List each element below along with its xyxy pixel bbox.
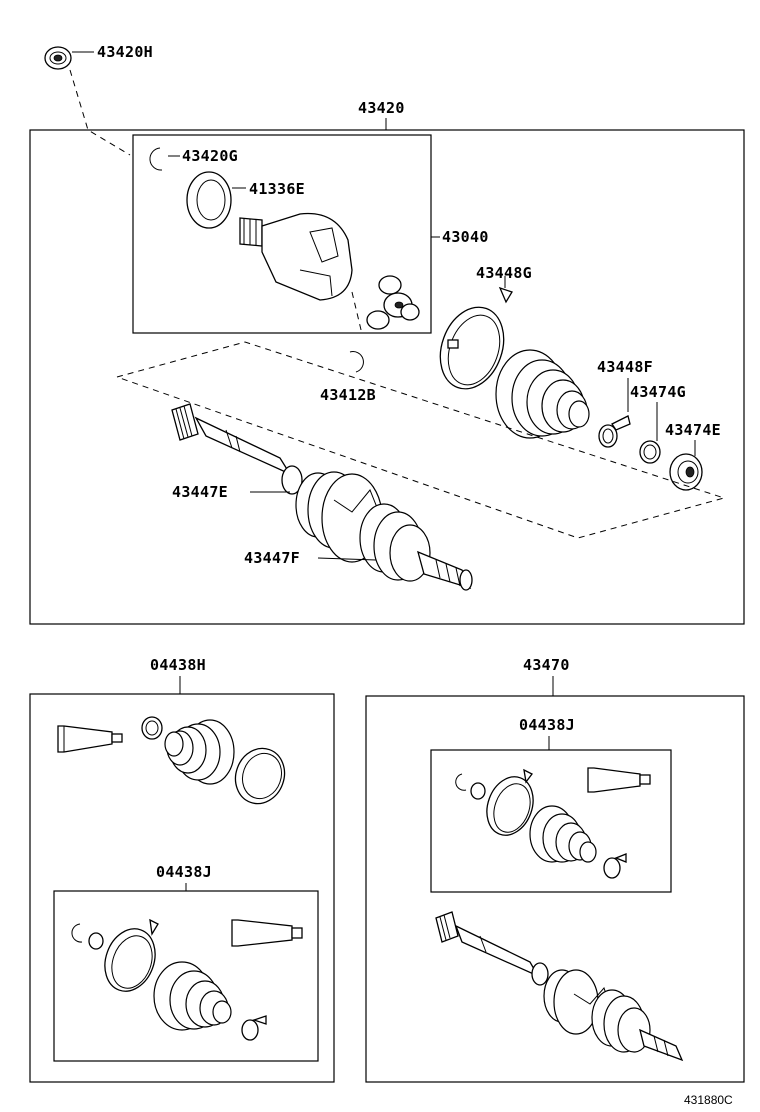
boot-kit-inner-left[interactable] xyxy=(153,961,232,1031)
label-04438H[interactable]: 04438H xyxy=(150,656,206,674)
assembly-box-43420 xyxy=(29,129,745,625)
grease-tube-kit-right[interactable] xyxy=(587,767,651,793)
label-43420[interactable]: 43420 xyxy=(358,99,405,117)
kit-box-04438J-left xyxy=(53,890,319,1062)
clamp-kit-inner-left[interactable] xyxy=(241,1015,267,1041)
ring-43474G[interactable] xyxy=(639,440,661,464)
label-43420G[interactable]: 43420G xyxy=(182,147,238,165)
label-43448G[interactable]: 43448G xyxy=(476,264,532,282)
label-43474E[interactable]: 43474E xyxy=(665,421,721,439)
inboard-joint-housing[interactable] xyxy=(239,212,353,301)
diagram-code: 431880C xyxy=(684,1093,733,1107)
drive-shaft-assembly[interactable] xyxy=(171,403,473,591)
clamp-band-43448G[interactable] xyxy=(429,286,514,398)
assembly-box-43470 xyxy=(365,695,745,1083)
label-41336E[interactable]: 41336E xyxy=(249,180,305,198)
tripod-joint[interactable] xyxy=(366,275,420,330)
snap-ring-43420G[interactable] xyxy=(149,147,163,171)
grease-tube-left[interactable] xyxy=(57,725,123,753)
snap-ring-kit-right[interactable] xyxy=(455,773,486,800)
clamp-band-kit-left[interactable] xyxy=(97,918,164,998)
kit-box-04438H xyxy=(29,693,335,1083)
assembly-box-43040 xyxy=(132,134,432,334)
label-43448F[interactable]: 43448F xyxy=(597,358,653,376)
boot-kit-right[interactable] xyxy=(529,805,597,863)
inboard-boot[interactable] xyxy=(495,349,590,439)
clamp-43448F[interactable] xyxy=(598,415,631,448)
snap-ring-43412B[interactable] xyxy=(349,351,364,373)
clamp-band-kit-right[interactable] xyxy=(479,768,541,842)
snap-ring-kit-left[interactable] xyxy=(71,923,104,950)
bearing-43474E[interactable] xyxy=(669,453,703,491)
label-43040[interactable]: 43040 xyxy=(442,228,489,246)
kit-box-04438J-right xyxy=(430,749,672,893)
clamp-kit-right[interactable] xyxy=(603,853,627,879)
grease-tube-kit-left[interactable] xyxy=(231,919,303,947)
clamp-ring-small-left[interactable] xyxy=(141,716,163,740)
label-43470[interactable]: 43470 xyxy=(523,656,570,674)
label-43447F[interactable]: 43447F xyxy=(244,549,300,567)
boot-kit-left[interactable] xyxy=(164,719,235,785)
label-04438J-right[interactable]: 04438J xyxy=(519,716,575,734)
bearing-cap-43420H[interactable] xyxy=(44,46,72,70)
seal-41336E[interactable] xyxy=(186,171,232,229)
drive-shaft-assembly-43470[interactable] xyxy=(435,911,684,1062)
label-43420H[interactable]: 43420H xyxy=(97,43,153,61)
label-43474G[interactable]: 43474G xyxy=(630,383,686,401)
label-43412B[interactable]: 43412B xyxy=(320,386,376,404)
label-04438J-left[interactable]: 04438J xyxy=(156,863,212,881)
label-43447E[interactable]: 43447E xyxy=(172,483,228,501)
clamp-band-left[interactable] xyxy=(228,741,292,810)
